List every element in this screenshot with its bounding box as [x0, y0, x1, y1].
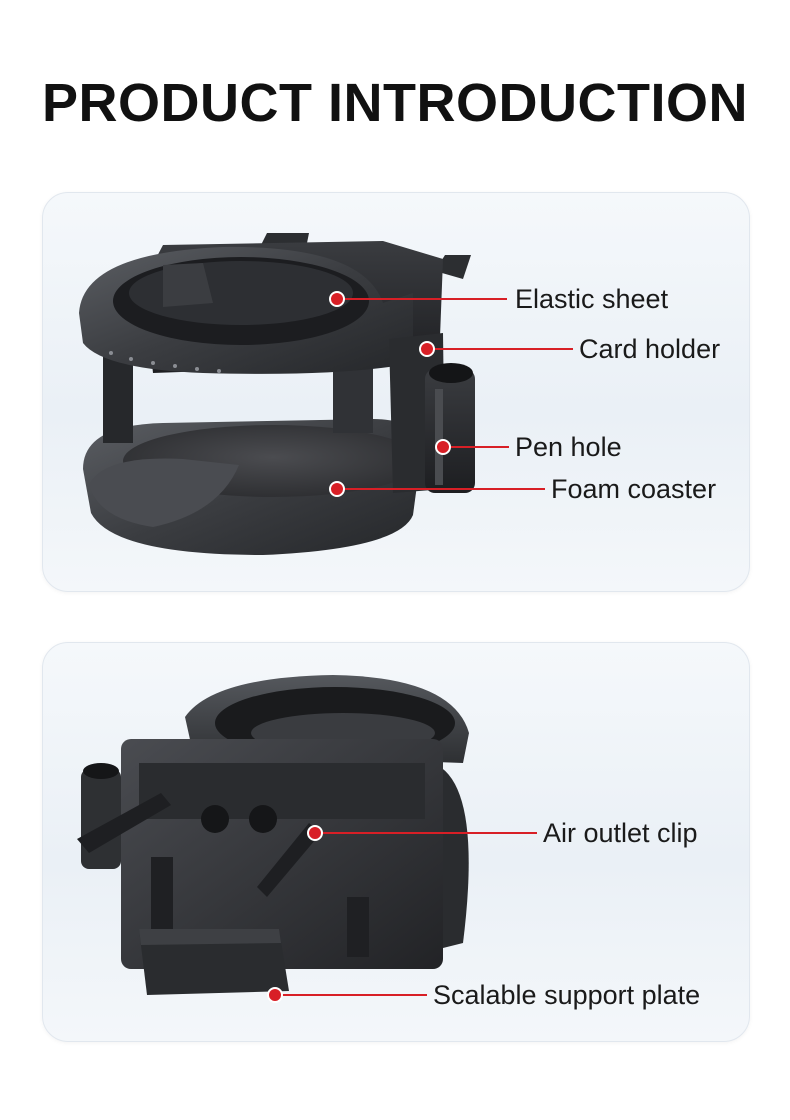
label-card-holder: Card holder [579, 334, 721, 364]
label-pen-hole: Pen hole [515, 432, 622, 462]
cup-holder-front-image [79, 233, 475, 555]
label-air-outlet-clip: Air outlet clip [543, 818, 698, 848]
product-panel-back: Air outlet clip Scalable support plate [42, 642, 750, 1042]
label-foam-coaster: Foam coaster [551, 474, 717, 504]
label-elastic-sheet: Elastic sheet [515, 284, 669, 314]
page-title: PRODUCT INTRODUCTION [42, 73, 748, 133]
product-panel-front: Elastic sheet Card holder Pen hole Foam … [42, 192, 750, 592]
label-scalable-support-plate: Scalable support plate [433, 980, 701, 1010]
cup-holder-back-image [77, 675, 469, 995]
